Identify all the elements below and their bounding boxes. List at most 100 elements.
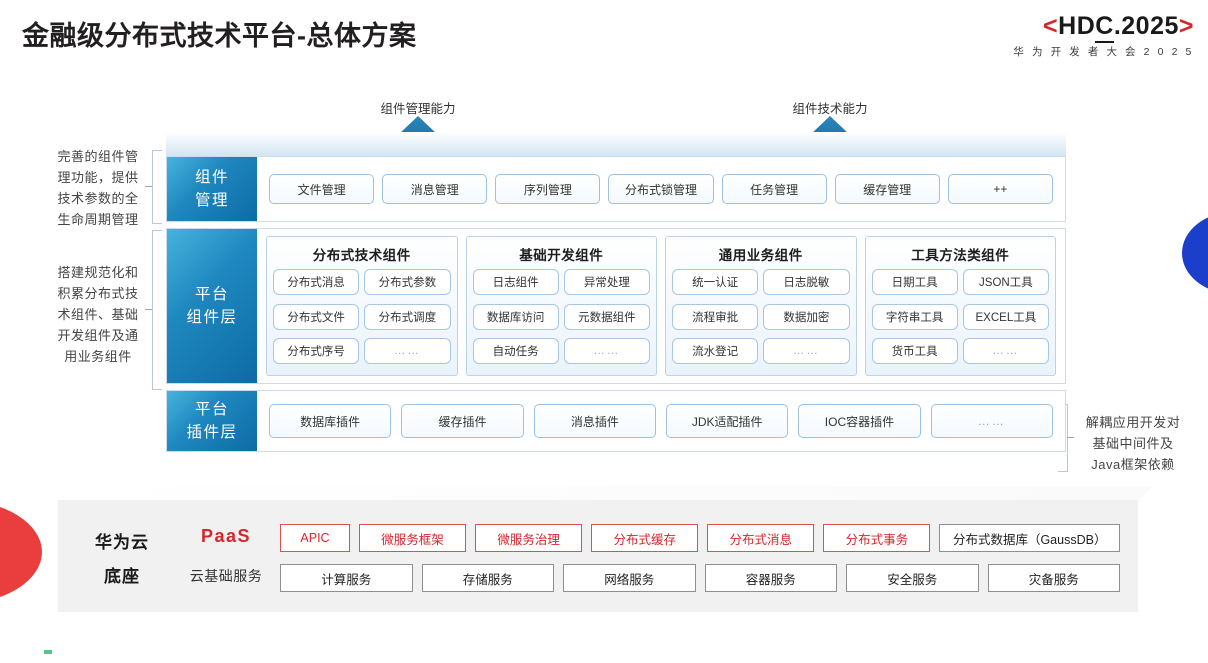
logo-bracket-right-icon: > xyxy=(1178,12,1194,40)
layer-body-platform-components: 分布式技术组件 分布式消息 分布式参数 分布式文件 分布式调度 分布式序号 ……… xyxy=(257,229,1065,383)
cb-chip-dr-service[interactable]: 灾备服务 xyxy=(987,564,1120,592)
cloud-base-basic-label: 云基础服务 xyxy=(189,568,263,584)
chip-unified-auth[interactable]: 统一认证 xyxy=(672,269,759,295)
layer-component-management: 组件 管理 文件管理 消息管理 序列管理 分布式锁管理 任务管理 缓存管理 ++ xyxy=(166,156,1066,222)
arrow-label-component-mgmt-capability: 组件管理能力 xyxy=(380,102,456,116)
chip-data-encryption[interactable]: 数据加密 xyxy=(763,303,850,330)
chip-auto-task[interactable]: 自动任务 xyxy=(472,338,559,365)
chip-file-management[interactable]: 文件管理 xyxy=(269,174,375,204)
layer-platform-plugin: 平台 插件层 数据库插件 缓存插件 消息插件 JDK适配插件 IOC容器插件 …… xyxy=(166,390,1066,452)
chip-log-component[interactable]: 日志组件 xyxy=(472,269,559,295)
layer-label-platform-components: 平台 组件层 xyxy=(167,229,257,383)
chip-distributed-sequence[interactable]: 分布式序号 xyxy=(273,338,360,365)
cb-chip-distributed-message[interactable]: 分布式消息 xyxy=(707,524,815,552)
chip-plugin-more[interactable]: …… xyxy=(930,404,1053,438)
group-title-tool-method: 工具方法类组件 xyxy=(911,248,1010,263)
chip-distributed-file[interactable]: 分布式文件 xyxy=(273,303,360,330)
side-note-decoupling: 解耦应用开发对 基础中间件及 Java框架依赖 xyxy=(1085,415,1181,472)
chip-excel-tool[interactable]: EXCEL工具 xyxy=(962,303,1049,330)
bracket-left-mid xyxy=(152,230,162,390)
cb-chip-compute-service[interactable]: 计算服务 xyxy=(280,564,413,592)
chip-distributed-parameter[interactable]: 分布式参数 xyxy=(364,269,451,295)
chip-cache-management[interactable]: 缓存管理 xyxy=(834,174,940,204)
logo-text-c: C xyxy=(1095,12,1114,43)
chip-date-tool[interactable]: 日期工具 xyxy=(871,269,958,295)
group-grid-common-business: 统一认证 日志脱敏 流程审批 数据加密 流水登记 …… xyxy=(672,269,850,369)
cloud-base-panel: 华为云 底座 PaaS 云基础服务 APIC 微服务框架 微服务治理 分布式缓存… xyxy=(58,500,1138,612)
group-basic-dev-components: 基础开发组件 日志组件 异常处理 数据库访问 元数据组件 自动任务 …… xyxy=(465,236,657,376)
logo-text-post: .2025 xyxy=(1113,12,1179,40)
cb-chip-container-service[interactable]: 容器服务 xyxy=(704,564,837,592)
chip-task-management[interactable]: 任务管理 xyxy=(721,174,827,204)
chip-jdk-adapter-plugin[interactable]: JDK适配插件 xyxy=(665,404,789,438)
group-title-common-business: 通用业务组件 xyxy=(718,248,803,263)
cb-chip-apic[interactable]: APIC xyxy=(280,524,350,552)
cloud-base-basic-row: 计算服务 存储服务 网络服务 容器服务 安全服务 灾备服务 xyxy=(280,564,1120,592)
cloud-base-title: 华为云 底座 xyxy=(95,533,149,586)
chip-more-plus[interactable]: ++ xyxy=(947,174,1053,204)
chip-transaction-record[interactable]: 流水登记 xyxy=(672,338,759,365)
cloud-base-paas-label: PaaS xyxy=(200,526,252,546)
decorative-red-shape xyxy=(0,500,42,604)
chip-distributed-schedule[interactable]: 分布式调度 xyxy=(364,303,451,330)
chip-cache-plugin[interactable]: 缓存插件 xyxy=(401,404,524,438)
chip-distributed-lock-management[interactable]: 分布式锁管理 xyxy=(608,174,714,204)
chip-exception-handling[interactable]: 异常处理 xyxy=(563,269,650,295)
layer-platform-components: 平台 组件层 分布式技术组件 分布式消息 分布式参数 分布式文件 分布式调度 分… xyxy=(166,228,1066,384)
cb-chip-network-service[interactable]: 网络服务 xyxy=(563,564,696,592)
chip-basic-dev-more[interactable]: …… xyxy=(563,338,650,365)
side-note-platform-components: 搭建规范化和 积累分布式技 术组件、基础 开发组件及通 用业务组件 xyxy=(57,265,139,364)
chip-metadata-component[interactable]: 元数据组件 xyxy=(563,303,650,330)
group-grid-basic-dev: 日志组件 异常处理 数据库访问 元数据组件 自动任务 …… xyxy=(472,269,650,369)
chip-message-plugin[interactable]: 消息插件 xyxy=(533,404,656,438)
chip-string-tool[interactable]: 字符串工具 xyxy=(871,303,958,330)
cb-chip-security-service[interactable]: 安全服务 xyxy=(846,564,979,592)
side-note-component-mgmt: 完善的组件管 理功能，提供 技术参数的全 生命周期管理 xyxy=(57,149,139,227)
cb-chip-distributed-database-gaussdb[interactable]: 分布式数据库（GaussDB） xyxy=(939,524,1121,552)
group-grid-tool-method: 日期工具 JSON工具 字符串工具 EXCEL工具 货币工具 …… xyxy=(871,269,1049,369)
logo-text-pre: HD xyxy=(1058,12,1096,40)
bracket-tick-left-top xyxy=(145,186,152,187)
chip-distributed-message[interactable]: 分布式消息 xyxy=(273,269,360,295)
chip-database-access[interactable]: 数据库访问 xyxy=(472,303,559,330)
group-title-distributed-tech: 分布式技术组件 xyxy=(312,248,411,263)
bracket-tick-right xyxy=(1067,437,1074,438)
decorative-blue-shape xyxy=(1182,212,1208,294)
page-title: 金融级分布式技术平台-总体方案 xyxy=(22,21,417,51)
cb-chip-storage-service[interactable]: 存储服务 xyxy=(421,564,554,592)
cb-chip-microservice-governance[interactable]: 微服务治理 xyxy=(475,524,583,552)
hdc-logo-main: <HDC.2025> xyxy=(1013,12,1194,43)
group-common-business-components: 通用业务组件 统一认证 日志脱敏 流程审批 数据加密 流水登记 …… xyxy=(665,236,857,376)
group-grid-distributed-tech: 分布式消息 分布式参数 分布式文件 分布式调度 分布式序号 …… xyxy=(273,269,451,369)
layer-body-platform-plugin: 数据库插件 缓存插件 消息插件 JDK适配插件 IOC容器插件 …… xyxy=(257,391,1065,451)
chip-process-approval[interactable]: 流程审批 xyxy=(672,303,759,330)
logo-bracket-left-icon: < xyxy=(1043,12,1059,40)
chip-tool-method-more[interactable]: …… xyxy=(962,338,1049,365)
chip-log-desensitization[interactable]: 日志脱敏 xyxy=(763,269,850,295)
group-distributed-tech-components: 分布式技术组件 分布式消息 分布式参数 分布式文件 分布式调度 分布式序号 …… xyxy=(266,236,458,376)
arrow-label-component-tech-capability: 组件技术能力 xyxy=(792,102,868,116)
layer-label-platform-plugin: 平台 插件层 xyxy=(167,391,257,451)
hdc-logo-subtitle: 华 为 开 发 者 大 会 2 0 2 5 xyxy=(1013,46,1194,58)
architecture-panel: 组件 管理 文件管理 消息管理 序列管理 分布式锁管理 任务管理 缓存管理 ++… xyxy=(166,132,1066,474)
hdc-logo: <HDC.2025> 华 为 开 发 者 大 会 2 0 2 5 xyxy=(1013,12,1194,58)
chip-currency-tool[interactable]: 货币工具 xyxy=(871,338,958,365)
chip-database-plugin[interactable]: 数据库插件 xyxy=(269,404,392,438)
bracket-left-top xyxy=(152,150,162,224)
bracket-tick-left-mid xyxy=(145,309,152,310)
chip-ioc-container-plugin[interactable]: IOC容器插件 xyxy=(798,404,921,438)
chip-common-business-more[interactable]: …… xyxy=(763,338,850,365)
cb-chip-microservice-framework[interactable]: 微服务框架 xyxy=(359,524,467,552)
layer-body-component-management: 文件管理 消息管理 序列管理 分布式锁管理 任务管理 缓存管理 ++ xyxy=(257,157,1065,221)
cloud-base-top-bevel xyxy=(58,486,1153,501)
chip-json-tool[interactable]: JSON工具 xyxy=(962,269,1049,295)
chip-sequence-management[interactable]: 序列管理 xyxy=(495,174,601,204)
group-tool-method-components: 工具方法类组件 日期工具 JSON工具 字符串工具 EXCEL工具 货币工具 …… xyxy=(864,236,1056,376)
cb-chip-distributed-cache[interactable]: 分布式缓存 xyxy=(591,524,699,552)
cb-chip-distributed-transaction[interactable]: 分布式事务 xyxy=(823,524,931,552)
layer-label-component-management: 组件 管理 xyxy=(167,157,257,221)
group-title-basic-dev: 基础开发组件 xyxy=(519,248,604,263)
chip-message-management[interactable]: 消息管理 xyxy=(382,174,488,204)
cloud-base-paas-row: APIC 微服务框架 微服务治理 分布式缓存 分布式消息 分布式事务 分布式数据… xyxy=(280,524,1121,552)
chip-distributed-more[interactable]: …… xyxy=(364,338,451,365)
